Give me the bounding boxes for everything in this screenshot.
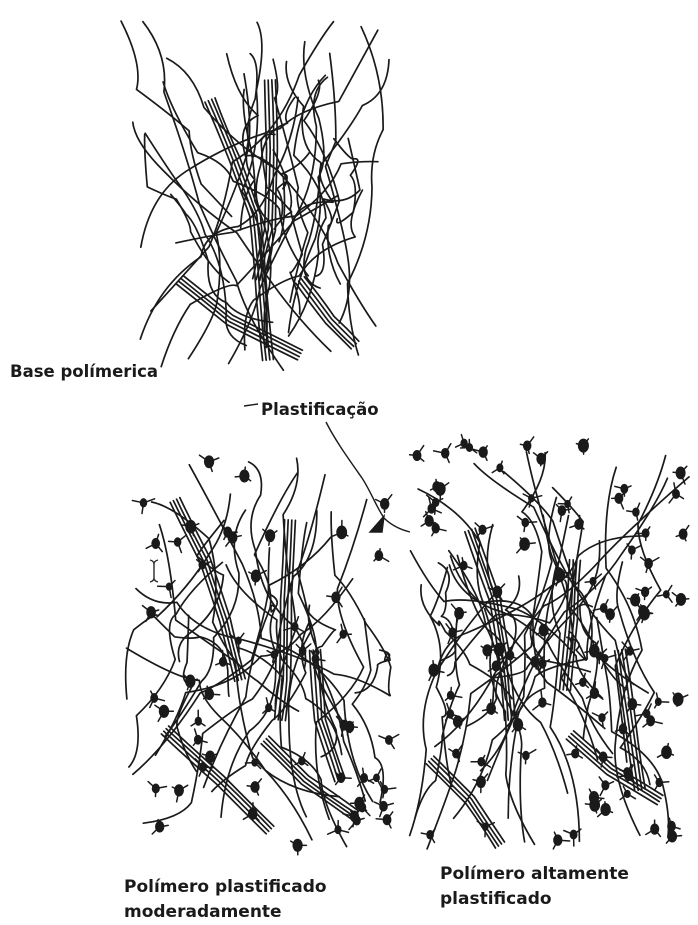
- plasticizer-tail: [238, 641, 239, 653]
- plasticizer-tail: [169, 541, 178, 542]
- high-label-line-1: Polímero altamente: [440, 862, 629, 887]
- polymer-chain: [574, 731, 663, 796]
- plasticizer-tail: [558, 840, 570, 841]
- highly-plasticized-network: [410, 452, 689, 849]
- plasticizer-tail: [645, 592, 646, 600]
- plasticizer-tail: [255, 576, 256, 585]
- plasticizer-tail: [632, 704, 640, 705]
- text-cursor-icon: [148, 558, 160, 584]
- polymer-chain: [566, 739, 657, 805]
- polymer-chain: [569, 736, 659, 801]
- polymer-chain: [145, 134, 229, 282]
- polymer-chain: [277, 152, 310, 218]
- high-polymer-label: Polímero altamente plastificado: [440, 862, 629, 912]
- plasticizer-tail: [627, 772, 628, 783]
- arrow-shaft: [326, 422, 410, 532]
- plasticizer-tail: [341, 778, 351, 779]
- moderate-polymer-label: Polímero plastificado moderadamente: [124, 875, 327, 925]
- polymer-chain: [434, 756, 505, 842]
- polymer-chain: [316, 500, 367, 820]
- high-label-line-2: plastificado: [440, 887, 629, 912]
- polymer-chain: [326, 53, 350, 323]
- plasticizer-tail: [673, 472, 681, 473]
- plasticizer-tail: [451, 688, 452, 696]
- plasticizer-tail: [672, 836, 681, 837]
- plasticizer-tail: [610, 614, 611, 622]
- base-polymer-network: [121, 21, 389, 370]
- plasticizer-tail: [235, 476, 244, 477]
- plasticizer-tail: [631, 550, 632, 559]
- plasticizer-tail: [491, 650, 499, 651]
- polymer-chain: [299, 281, 354, 346]
- plasticizer-tail: [433, 661, 434, 670]
- polymer-chain: [421, 585, 512, 699]
- plasticizer-tail: [376, 819, 387, 820]
- plasticizer-tail: [605, 802, 606, 810]
- arrow-head: [370, 516, 384, 532]
- moderate-label-line-1: Polímero plastificado: [124, 875, 327, 900]
- arrow-tail: [244, 404, 258, 406]
- polymer-chain: [141, 30, 378, 247]
- plasticizer-tail: [487, 650, 488, 658]
- plasticizer-tail: [636, 533, 646, 534]
- plasticizer-tail: [209, 694, 219, 695]
- plasticizer-tail: [244, 467, 245, 476]
- moderate-label-line-2: moderadamente: [124, 900, 327, 925]
- base-polymer-label: Base polímerica: [10, 362, 158, 381]
- process-arrow: [244, 404, 410, 532]
- polymer-chain: [167, 58, 376, 326]
- plasticizer-tail: [603, 757, 612, 758]
- plasticizer-tail: [659, 782, 669, 783]
- plasticizer-tail: [681, 599, 689, 600]
- plasticizer-tail: [594, 682, 595, 693]
- plasticizer-tail: [594, 798, 604, 799]
- plasticizer-tail: [410, 455, 417, 456]
- plasticizer-tail: [525, 522, 536, 523]
- plasticizer-tail: [435, 502, 436, 514]
- plasticization-label: Plastificação: [261, 400, 379, 419]
- plasticizer-tail: [541, 459, 542, 466]
- plasticizer-tail: [245, 763, 254, 764]
